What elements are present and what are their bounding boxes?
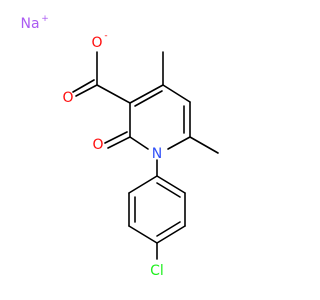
bond-c3-carboxyl	[96, 84, 131, 104]
molecule-structure: Na + O - O O N Cl	[20, 14, 219, 279]
carboxylate-oxygen-label: O	[91, 35, 102, 51]
bond-c3-c4	[129, 84, 164, 104]
bond-c4-c5	[162, 84, 191, 103]
ring-nitrogen-label: N	[152, 146, 162, 162]
bond-c6-methyl	[189, 136, 219, 154]
carboxylate-charge-label: -	[104, 31, 107, 41]
bond-carboxyl-co-a	[75, 84, 98, 97]
bond-ph1-ph2-inner	[156, 182, 181, 198]
bond-carboxyl-co-b	[72, 79, 95, 93]
acid-carbonyl-oxygen-label: O	[62, 90, 73, 106]
bond-c2-o-b	[104, 131, 128, 144]
bond-c3-c4-inner	[134, 90, 163, 107]
bond-ph1-ph2	[156, 175, 186, 194]
bond-ph4-ph5	[128, 225, 158, 244]
bond-c2-o-a	[107, 136, 131, 149]
bond-ph3-ph4-inner	[156, 221, 181, 237]
bond-c6-n1	[167, 136, 191, 150]
sodium-charge-label: +	[41, 14, 49, 24]
bond-n1-c2	[129, 136, 149, 150]
chlorine-label: Cl	[150, 263, 164, 279]
bond-ph6-ph1	[128, 175, 158, 194]
sodium-label: Na	[20, 16, 39, 32]
bond-ph3-ph4	[156, 225, 186, 244]
ring-carbonyl-oxygen-label: O	[92, 137, 103, 153]
